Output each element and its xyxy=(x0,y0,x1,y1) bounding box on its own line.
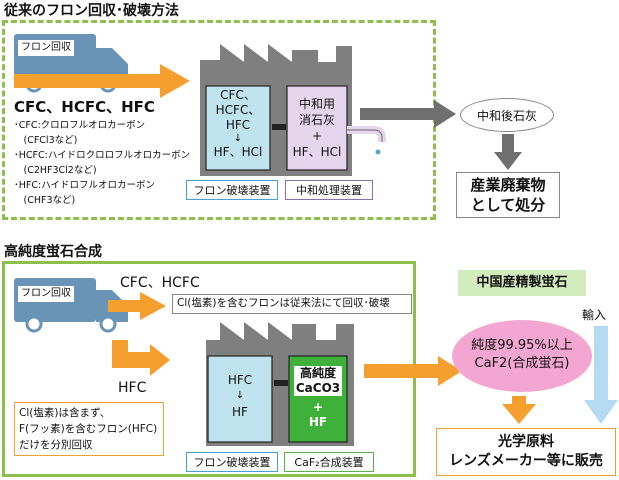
purity-line: 純度99.95%以上 xyxy=(471,338,573,353)
reactor-text-top: CFC、 HCFC、 HFC ↓ HF、HCl xyxy=(206,88,270,160)
neutralizer-text-top: 中和用 消石灰 + HF、HCl xyxy=(287,96,347,160)
definition-line: ･CFC:クロロフルオロカーボン xyxy=(14,120,146,131)
synth-text-bottom: 高純度 CaCO3 + HF xyxy=(289,366,347,430)
flow-arrow-top xyxy=(14,74,164,88)
neutralizer-line: 中和用 xyxy=(298,97,335,111)
reactor-line: HF、HCl xyxy=(213,145,263,159)
destruction-device-label-bottom: フロン破壊装置 xyxy=(186,452,278,472)
reactor-line: CFC、 xyxy=(220,88,256,102)
import-label: 輸入 xyxy=(582,308,607,322)
definitions-list: ･CFC:クロロフルオロカーボン (CFCl3など) ･HCFC:ハイドロクロロ… xyxy=(14,118,190,208)
definition-line: (CHF3など) xyxy=(14,195,76,206)
caf2-synthesis-device-label: CaF₂合成装置 xyxy=(284,452,374,472)
synth-line: 高純度 xyxy=(299,366,336,380)
neutralizer-line: HF、HCl xyxy=(292,145,342,159)
truck-label-top: フロン回収 xyxy=(18,40,74,56)
destruction-device-label-top: フロン破壊装置 xyxy=(186,180,278,200)
neutralizer-line: + xyxy=(311,129,323,143)
synth-line: + xyxy=(312,400,324,414)
reactor-line: HCFC、 xyxy=(215,103,261,117)
truck-label-bottom: フロン回収 xyxy=(18,286,74,302)
waste-line: として処分 xyxy=(470,196,546,214)
purity-ellipse: 純度99.95%以上 CaF2(合成蛍石) xyxy=(452,320,592,392)
reactor-line: HFC xyxy=(225,118,251,132)
neutralizer-line: 消石灰 xyxy=(298,113,335,127)
definition-line: (CFCl3など) xyxy=(14,135,78,146)
definition-line: ･HFC:ハイドロフルオロカーボン xyxy=(14,180,156,191)
note-line: だけを分別回収 xyxy=(19,439,93,451)
hfc-label: HFC xyxy=(118,380,147,396)
definition-line: ･HCFC:ハイドロクロロフルオロカーボン xyxy=(14,150,191,161)
reactor-box-top xyxy=(205,85,271,171)
gases-label-top: CFC、HCFC、HFC xyxy=(14,98,155,116)
section-title-conventional: 従来のフロン回収･破壊方法 xyxy=(4,3,179,19)
reactor-line: ↓ xyxy=(235,390,245,401)
purity-line: CaF2(合成蛍石) xyxy=(474,356,570,371)
sale-line: 光学原料 xyxy=(498,434,554,450)
hfc-separation-note: Cl(塩素)は含まず、 F(フッ素)を含むフロン(HFC) だけを分別回収 xyxy=(14,402,164,456)
section-title-synthesis: 高純度蛍石合成 xyxy=(4,244,102,260)
definition-line: (C2HF3Cl2など) xyxy=(14,165,97,176)
synth-line: HF xyxy=(308,415,328,429)
synth-line: CaCO3 xyxy=(295,381,341,395)
neutralization-device-label: 中和処理装置 xyxy=(285,180,373,200)
industrial-waste-box: 産業廃棄物 として処分 xyxy=(456,172,560,218)
reactor-box-bottom xyxy=(207,355,273,443)
chlorine-note: Cl(塩素)を含むフロンは従来法にて回収･破壊 xyxy=(172,294,412,314)
sale-line: レンズメーカー等に販売 xyxy=(449,453,603,469)
reactor-line: ↓ xyxy=(233,133,243,144)
neutralized-lime-label: 中和後石灰 xyxy=(460,98,554,132)
reactor-line: HFC xyxy=(227,373,253,387)
china-fluorite-label: 中国産精製蛍石 xyxy=(458,270,586,296)
reactor-text-bottom: HFC ↓ HF xyxy=(208,372,272,420)
optical-material-box: 光学原料 レンズメーカー等に販売 xyxy=(436,428,616,476)
note-line: F(フッ素)を含むフロン(HFC) xyxy=(19,423,158,435)
note-line: Cl(塩素)は含まず、 xyxy=(19,407,111,419)
waste-line: 産業廃棄物 xyxy=(470,176,546,194)
gases-label-cfc-hcfc: CFC、HCFC xyxy=(120,275,200,291)
neutralizer-box-top xyxy=(286,85,348,171)
reactor-line: HF xyxy=(232,405,248,419)
